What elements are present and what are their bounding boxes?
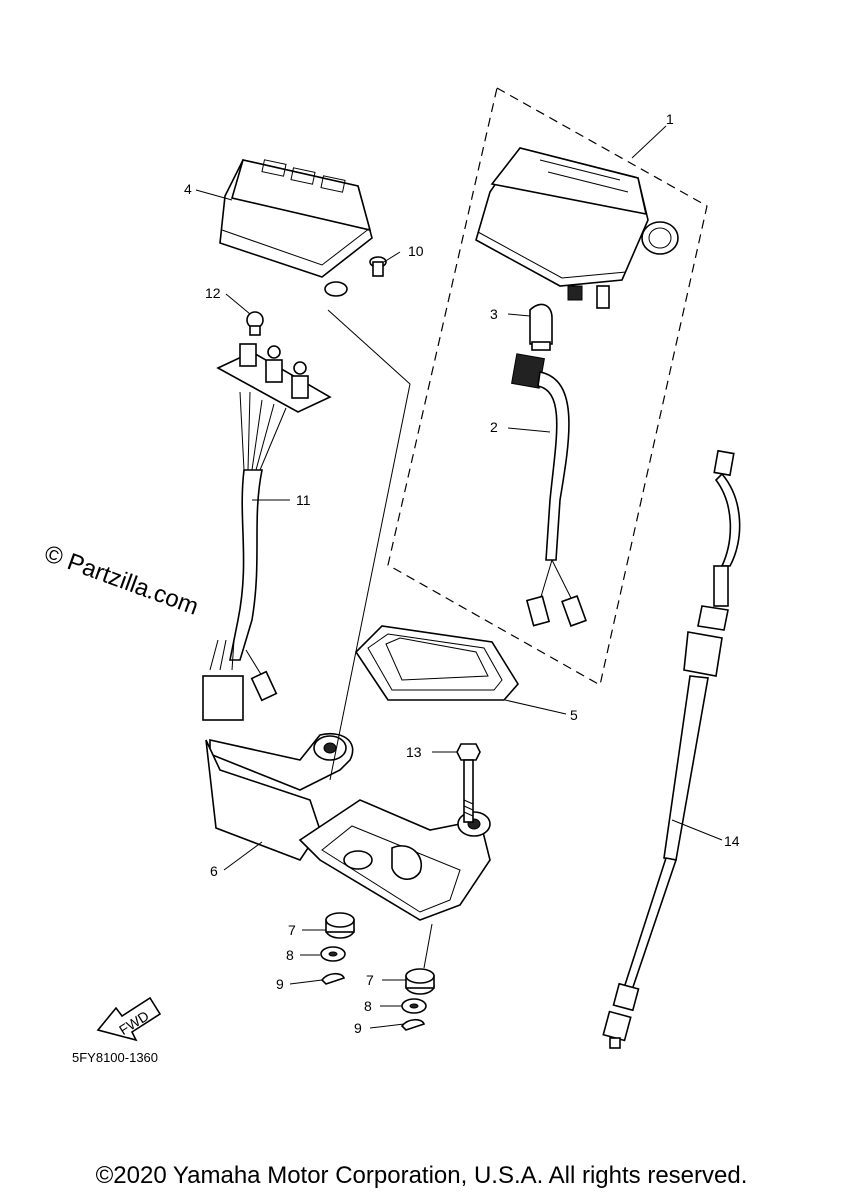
callout-14: 14 (724, 833, 740, 849)
diagram-code: 5FY8100-1360 (72, 1050, 159, 1065)
callout-7-left: 7 (288, 922, 296, 938)
callout-10: 10 (408, 243, 424, 259)
callout-12: 12 (205, 285, 221, 301)
part-4-meter-housing[interactable] (219, 159, 373, 297)
part-13-bolt[interactable] (456, 743, 481, 823)
callout-8-right: 8 (364, 998, 372, 1014)
part-9-clip-right[interactable] (400, 1018, 426, 1031)
part-10-screw[interactable] (369, 256, 387, 277)
part-6-meter-bracket[interactable] (205, 733, 491, 921)
callout-13: 13 (406, 744, 422, 760)
copyright-notice: ©2020 Yamaha Motor Corporation, U.S.A. A… (95, 1162, 748, 1189)
part-12-bulb[interactable] (246, 311, 264, 336)
callout-7-right: 7 (366, 972, 374, 988)
part-7-grommet-right[interactable] (405, 968, 435, 995)
leader-lines (195, 125, 723, 1029)
callout-1: 1 (666, 111, 674, 127)
part-11-socket-cord[interactable] (202, 343, 332, 721)
part-7-grommet-left[interactable] (325, 912, 355, 939)
part-8-washer-right[interactable] (401, 998, 427, 1014)
part-5-damper[interactable] (354, 625, 519, 701)
part-1-meter-assembly[interactable] (475, 147, 679, 309)
callout-11: 11 (296, 492, 311, 508)
part-3-bulb[interactable] (529, 303, 553, 351)
part-2-socket-cord[interactable] (511, 353, 587, 627)
part-14-meter-cable[interactable] (602, 449, 741, 1049)
part-9-clip-left[interactable] (320, 972, 346, 985)
callout-9-left: 9 (276, 976, 284, 992)
callout-5: 5 (570, 707, 578, 723)
callout-2: 2 (490, 419, 498, 435)
part-8-washer-left[interactable] (320, 946, 346, 962)
fwd-arrow-icon: FWD (96, 996, 162, 1042)
callout-3: 3 (490, 306, 498, 322)
callout-9-right: 9 (354, 1020, 362, 1036)
callout-8-left: 8 (286, 947, 294, 963)
callout-4: 4 (184, 181, 192, 197)
callout-6: 6 (210, 863, 218, 879)
